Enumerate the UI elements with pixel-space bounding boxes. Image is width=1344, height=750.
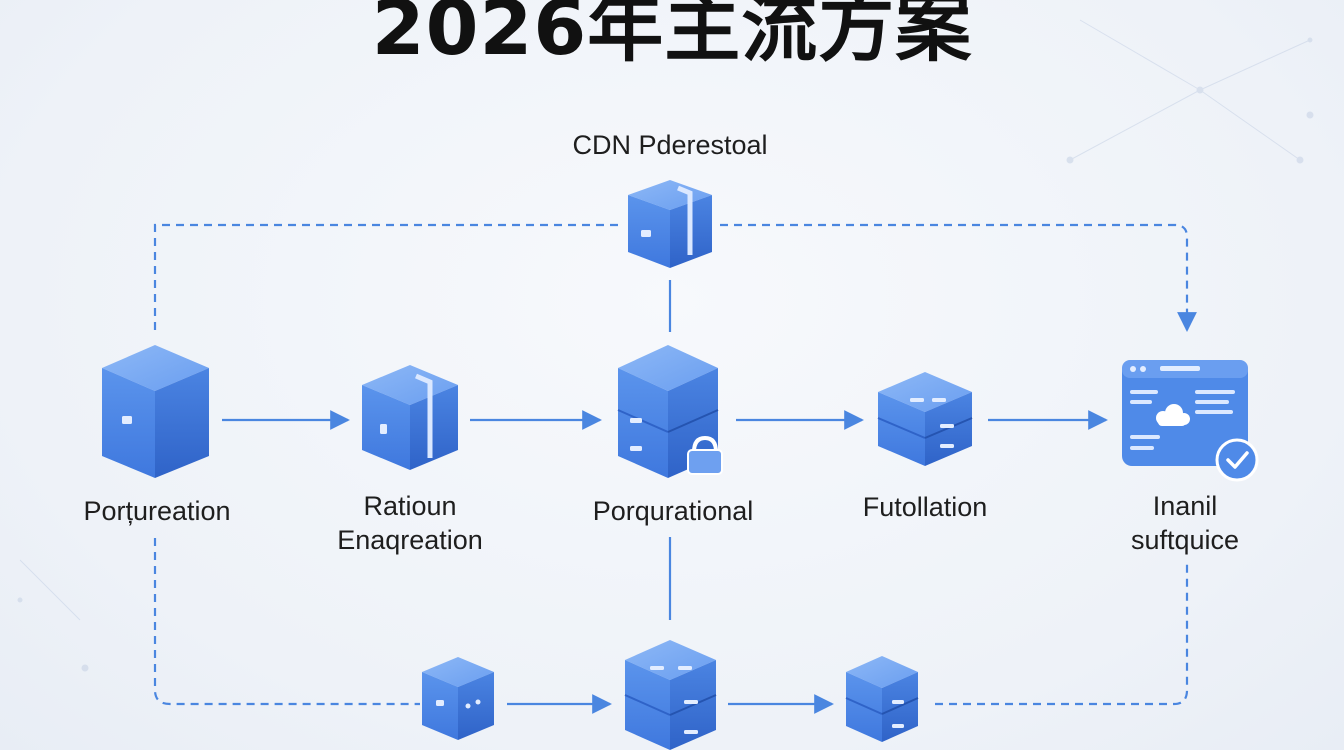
node-label-2: Ratioun Enaqreation — [305, 489, 515, 557]
node-label-5-line-2: suftquice — [1130, 525, 1240, 555]
node-label-3-line-1: Porqurational — [592, 496, 754, 526]
node-label-2-line-1: Ratioun — [363, 491, 457, 521]
dashed-connector-loop — [153, 223, 1197, 706]
background-network — [17, 19, 1314, 672]
box-icon — [362, 365, 458, 470]
node-label-1-line-1: Porțureation — [83, 496, 231, 526]
cloud-icon — [1156, 404, 1190, 426]
node-label-5-line-1: Inanil — [1152, 491, 1218, 521]
node-label-2-line-2: Enaqreation — [337, 525, 483, 555]
bottom-cube-icon — [422, 657, 494, 740]
node-label-1: Porțureation — [52, 494, 262, 528]
page-title: 2026年主流方案 — [371, 0, 973, 72]
node-label-4: Futollation — [820, 490, 1030, 524]
lock-icon — [687, 435, 723, 475]
node-label-5: Inanil suftquice — [1080, 489, 1290, 557]
bottom-server-icon — [624, 640, 717, 750]
check-icon — [1215, 438, 1259, 482]
server-icon — [617, 345, 723, 478]
cdn-box-icon — [628, 180, 712, 268]
node-label-3: Porqurational — [558, 494, 788, 528]
bottom-database-icon — [845, 656, 919, 742]
node-label-4-line-1: Futollation — [862, 492, 988, 522]
database-icon — [877, 372, 973, 466]
cdn-label: CDN Pderestoal — [572, 130, 768, 160]
dashboard-icon — [1122, 360, 1259, 482]
cube-icon — [102, 345, 209, 478]
